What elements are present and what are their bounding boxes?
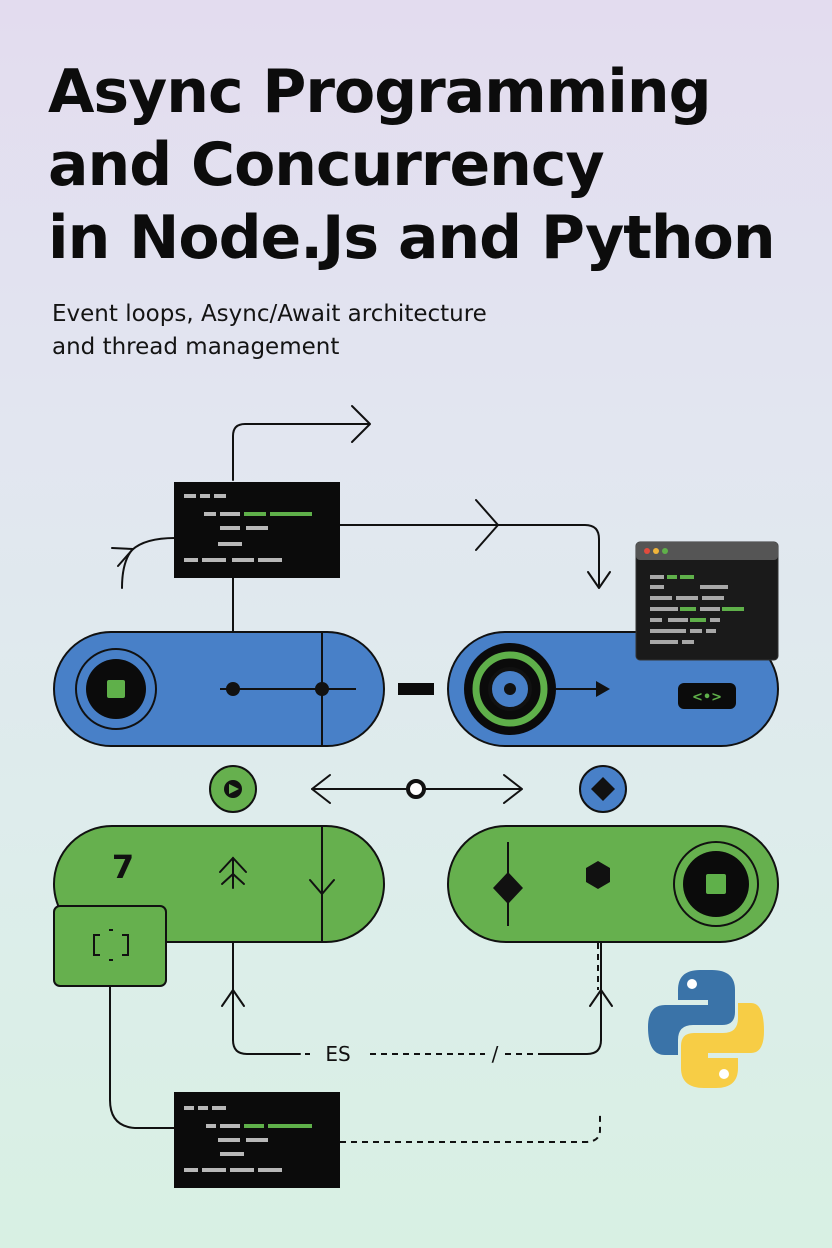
- top-arrow-line: [232, 423, 369, 481]
- title-line-2: and Concurrency: [48, 130, 605, 200]
- python-coroutine-pill: [447, 825, 779, 943]
- diamond-icon: [591, 777, 615, 801]
- bidirectional-center-node: [406, 779, 426, 799]
- terminal-dashed-connector: [340, 1115, 601, 1143]
- terminal-window-bottom: [174, 1092, 340, 1188]
- left-bottom-curve: [232, 1039, 301, 1055]
- target-icon: [464, 643, 556, 735]
- feedback-arrow-head: [111, 547, 134, 567]
- feedback-curve: [121, 537, 176, 589]
- arrow-down-icon: [309, 851, 335, 903]
- dash-connector: [398, 683, 434, 695]
- timeline-node-2: [315, 682, 329, 696]
- subtitle-line-2: and thread management: [52, 334, 340, 360]
- stop-button-icon: [75, 648, 157, 730]
- connector-lines: [109, 405, 613, 1129]
- bracket-frame-icon: [93, 929, 129, 961]
- small-green-circle: [209, 765, 257, 813]
- bracket-to-terminal-line: [109, 986, 176, 1129]
- left-up-head: [221, 989, 245, 1007]
- title-line-1: Async Programming: [48, 57, 712, 127]
- terminal-to-right-line: [339, 524, 600, 586]
- terminal-icon: [650, 575, 744, 644]
- timeline-node-1: [226, 682, 240, 696]
- terminal-icon: [184, 494, 312, 562]
- down-arrow-head: [587, 571, 611, 589]
- green-pill-number: 7: [112, 848, 134, 886]
- dashed-label-slash: /: [492, 1042, 499, 1066]
- page-subtitle: Event loops, Async/Await architecture an…: [52, 298, 572, 364]
- page-title: Async Programming and Concurrency in Nod…: [48, 56, 808, 275]
- code-badge: <•>: [678, 683, 736, 709]
- right-bottom-curve: [539, 1039, 602, 1055]
- title-line-3: in Node.Js and Python: [48, 203, 776, 273]
- small-blue-circle: [579, 765, 627, 813]
- terminal-window-right: [635, 541, 779, 661]
- bracket-box: [53, 905, 167, 987]
- arrow-up-icon: [219, 856, 247, 889]
- terminal-window-top: [174, 482, 340, 578]
- play-icon: [596, 681, 610, 697]
- bidirectional-right-head: [503, 774, 523, 804]
- code-badge-symbol: <•>: [692, 690, 722, 705]
- python-logo-icon: [648, 970, 764, 1088]
- right-up-head: [589, 989, 613, 1007]
- subtitle-line-1: Event loops, Async/Await architecture: [52, 301, 487, 327]
- top-arrow-head: [351, 405, 371, 443]
- mid-arrow-chevron: [475, 499, 499, 551]
- bidirectional-left-head: [311, 774, 331, 804]
- node-event-loop-pill: [53, 631, 385, 747]
- diamond-icon: [493, 872, 523, 904]
- terminal-icon: [184, 1106, 312, 1172]
- hexagon-icon: [586, 861, 610, 889]
- dashed-label-es: ES: [325, 1042, 350, 1066]
- stop-button-icon: [673, 841, 759, 927]
